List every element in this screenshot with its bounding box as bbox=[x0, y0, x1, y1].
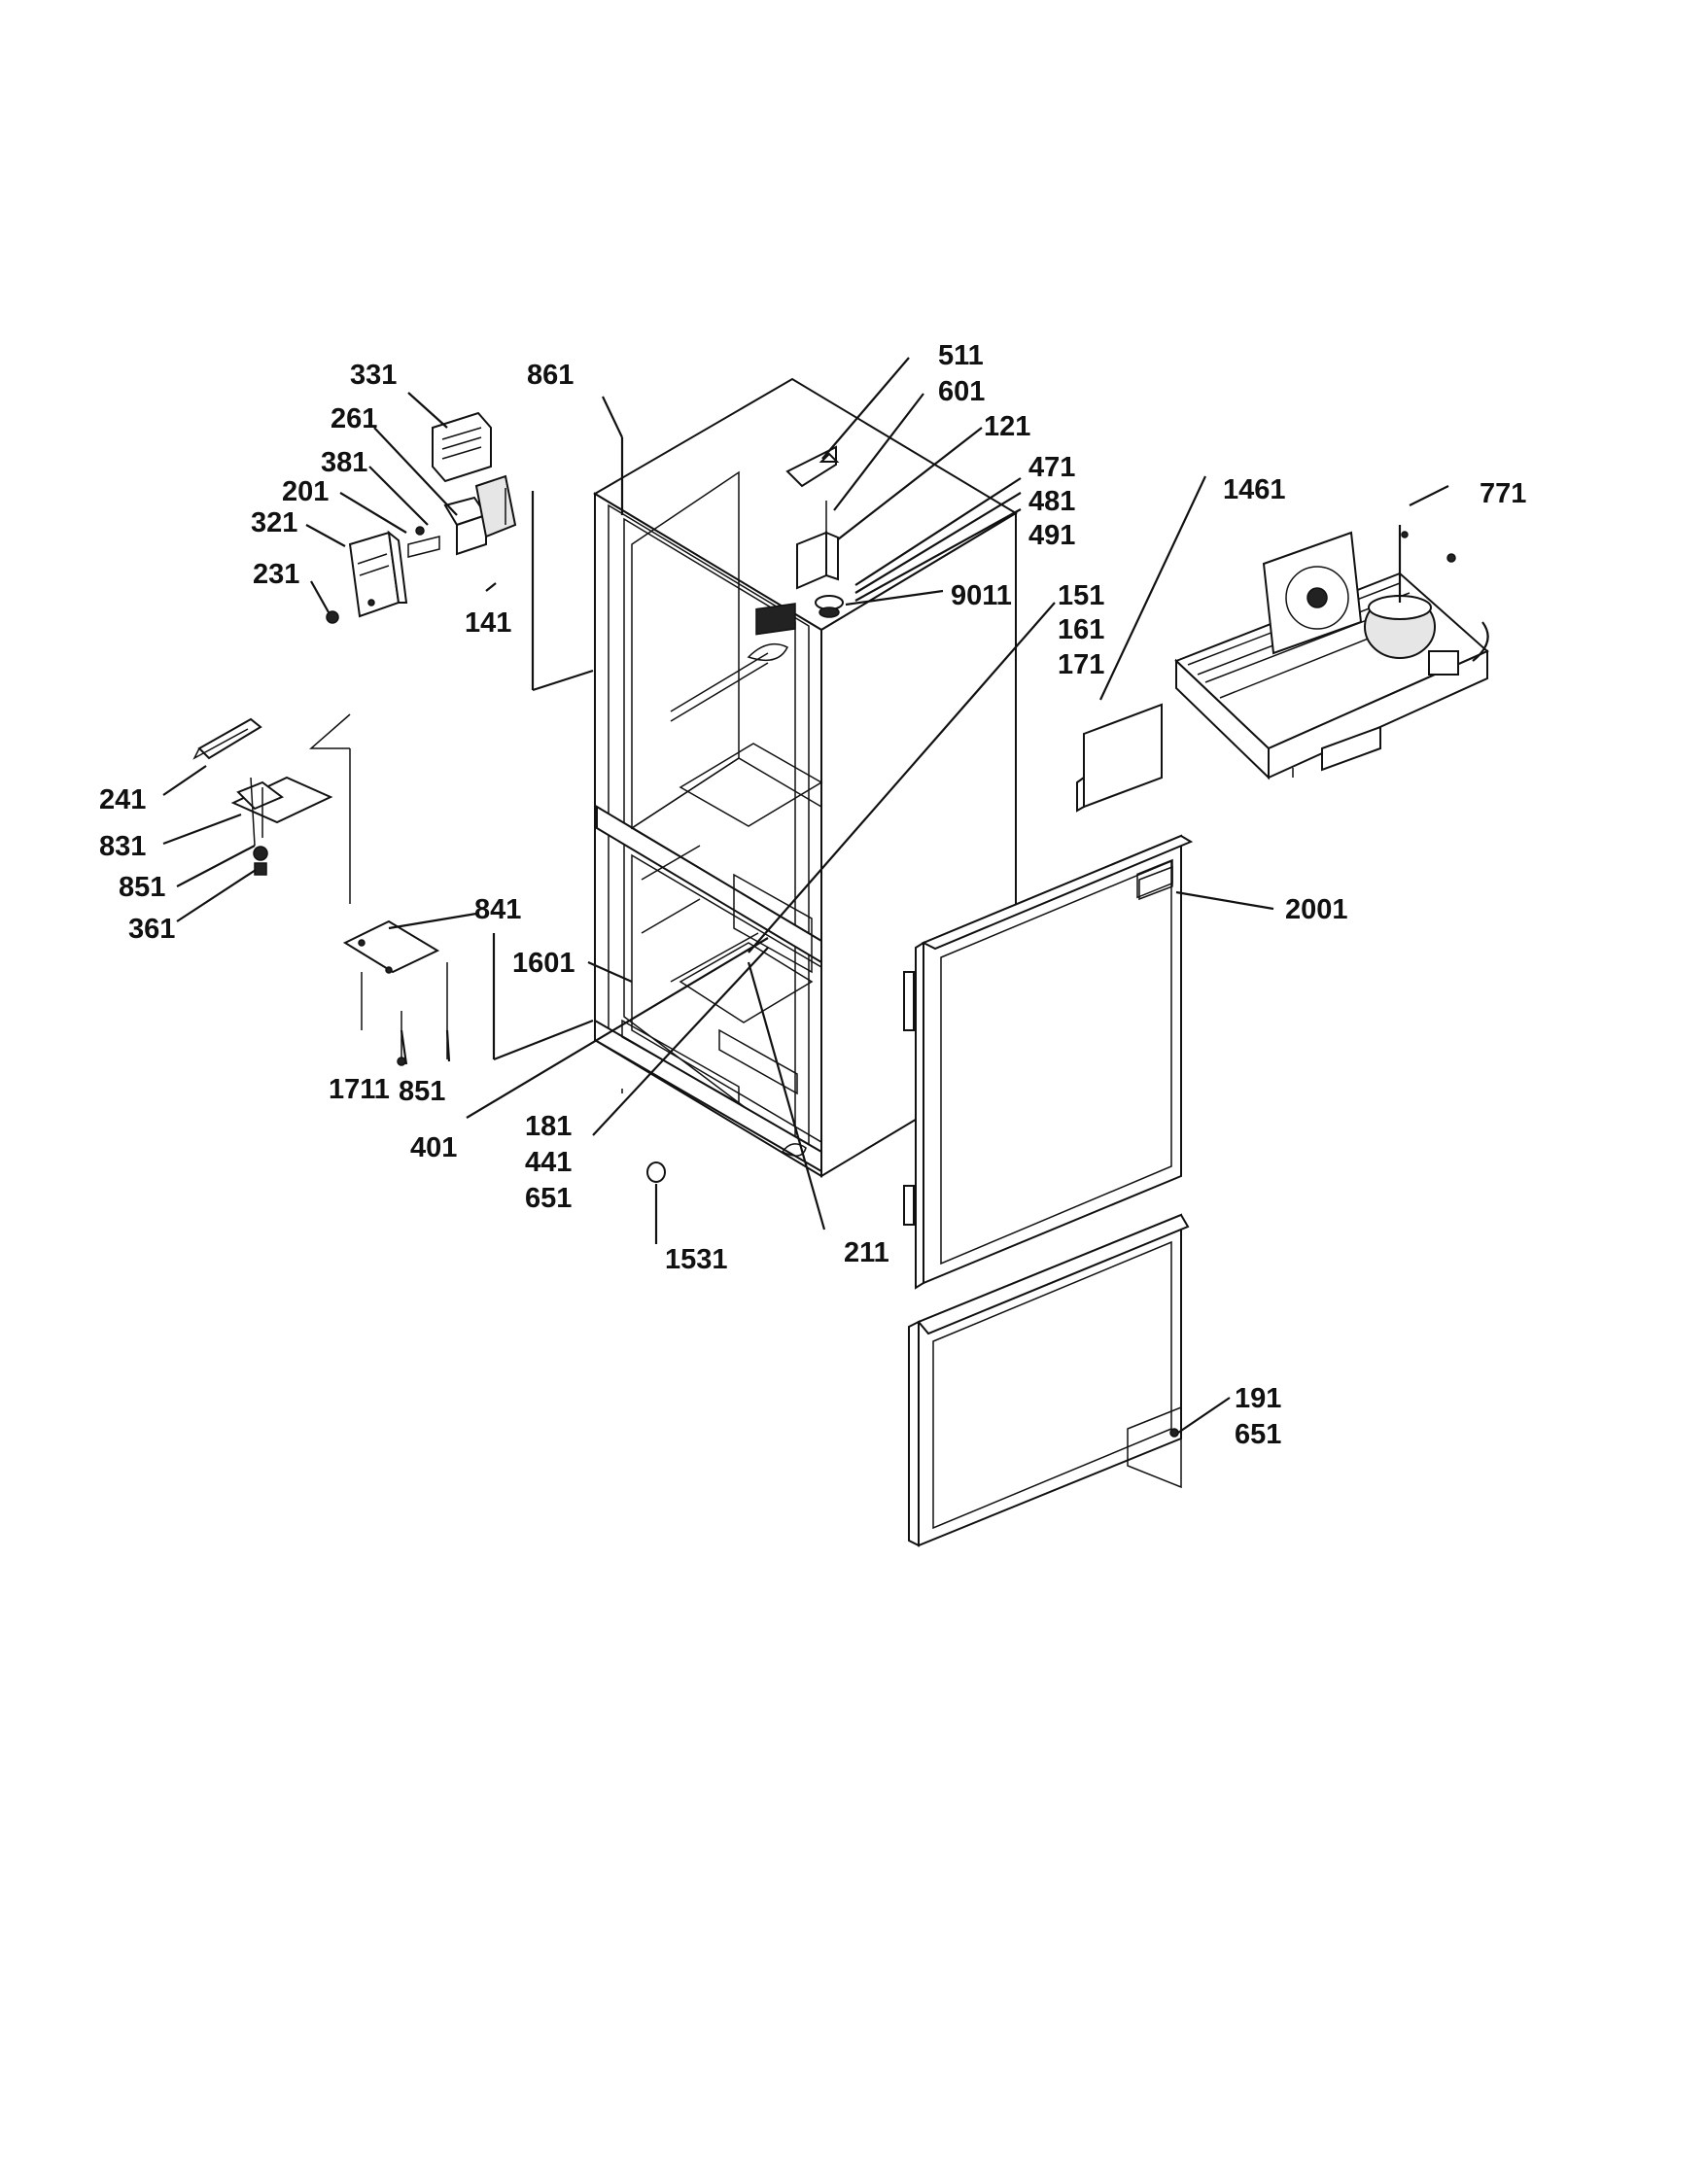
top-hinge-assembly bbox=[785, 445, 844, 618]
callout-331: 331 bbox=[350, 360, 397, 391]
callout-831: 831 bbox=[99, 831, 146, 862]
compressor-deck-assembly bbox=[1174, 485, 1489, 780]
callout-241: 241 bbox=[99, 784, 146, 815]
callout-191: 191 bbox=[1235, 1383, 1281, 1414]
callout-481: 481 bbox=[1028, 486, 1075, 517]
rear-access-panel bbox=[1076, 475, 1206, 813]
callout-1461: 1461 bbox=[1223, 474, 1286, 505]
callout-181: 181 bbox=[525, 1111, 572, 1142]
callout-851-upper: 851 bbox=[119, 872, 165, 903]
callout-1711: 1711 bbox=[329, 1074, 390, 1105]
callout-leader-lines bbox=[162, 357, 1274, 1434]
base-small-parts bbox=[621, 1089, 666, 1183]
callout-841: 841 bbox=[474, 894, 521, 925]
callout-651-drawer: 651 bbox=[1235, 1419, 1281, 1450]
callout-771: 771 bbox=[1480, 478, 1526, 509]
callout-labels: 331 861 511 601 121 261 381 201 321 231 … bbox=[99, 340, 1526, 1450]
callout-1531: 1531 bbox=[665, 1244, 728, 1275]
callout-381: 381 bbox=[321, 447, 367, 478]
callout-1601: 1601 bbox=[512, 948, 575, 979]
callout-201: 201 bbox=[282, 476, 329, 507]
left-bracket-assembly bbox=[192, 713, 594, 1066]
callout-231: 231 bbox=[253, 559, 299, 590]
callout-651: 651 bbox=[525, 1183, 572, 1214]
callout-861: 861 bbox=[527, 360, 574, 391]
control-housing-assembly bbox=[326, 411, 594, 692]
callout-511: 511 bbox=[938, 340, 984, 371]
callout-321: 321 bbox=[251, 507, 297, 538]
callout-471: 471 bbox=[1028, 452, 1075, 483]
callout-171: 171 bbox=[1058, 649, 1104, 680]
callout-401: 401 bbox=[410, 1132, 457, 1163]
callout-261: 261 bbox=[331, 403, 377, 434]
callout-441: 441 bbox=[525, 1147, 572, 1178]
callout-161: 161 bbox=[1058, 614, 1104, 645]
callout-141: 141 bbox=[465, 607, 511, 639]
callout-211: 211 bbox=[844, 1237, 889, 1268]
callout-601: 601 bbox=[938, 376, 985, 407]
callout-9011: 9011 bbox=[951, 580, 1012, 611]
callout-361: 361 bbox=[128, 914, 175, 945]
freezer-drawer bbox=[908, 1213, 1190, 1547]
callout-121: 121 bbox=[984, 411, 1030, 442]
fresh-food-door bbox=[903, 834, 1194, 1290]
callout-2001: 2001 bbox=[1285, 894, 1348, 925]
callout-151: 151 bbox=[1058, 580, 1104, 611]
callout-491: 491 bbox=[1028, 520, 1075, 551]
callout-851-lower: 851 bbox=[399, 1076, 445, 1107]
